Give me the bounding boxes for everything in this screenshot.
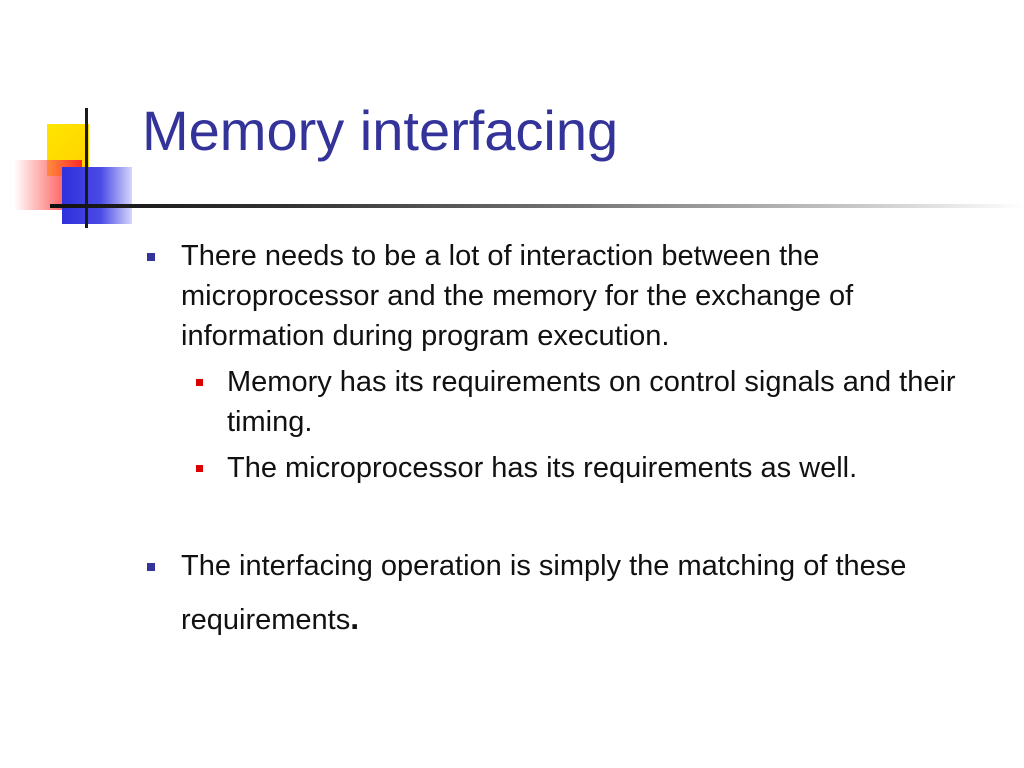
square-bullet-icon (147, 563, 155, 571)
sub-bullet-item: The microprocessor has its requirements … (191, 448, 996, 488)
slide-title: Memory interfacing (142, 99, 619, 162)
bullet-text: There needs to be a lot of interaction b… (181, 240, 854, 352)
bullet-text: The interfacing operation is simply the … (181, 550, 907, 636)
decor-blue-square (62, 167, 132, 224)
sub-bullet-text: The microprocessor has its requirements … (227, 452, 858, 484)
title-underline (50, 204, 1024, 208)
sub-bullet-text: Memory has its requirements on control s… (227, 366, 956, 438)
decor-vertical-line (85, 108, 88, 228)
square-sub-bullet-icon (196, 379, 203, 386)
sub-bullet-item: Memory has its requirements on control s… (191, 362, 996, 442)
slide-body: There needs to be a lot of interaction b… (146, 236, 996, 646)
square-bullet-icon (147, 253, 155, 261)
bullet-end-punct: . (350, 600, 360, 636)
bullet-item: There needs to be a lot of interaction b… (146, 236, 996, 356)
square-sub-bullet-icon (196, 465, 203, 472)
bullet-item: The interfacing operation is simply the … (146, 540, 996, 646)
